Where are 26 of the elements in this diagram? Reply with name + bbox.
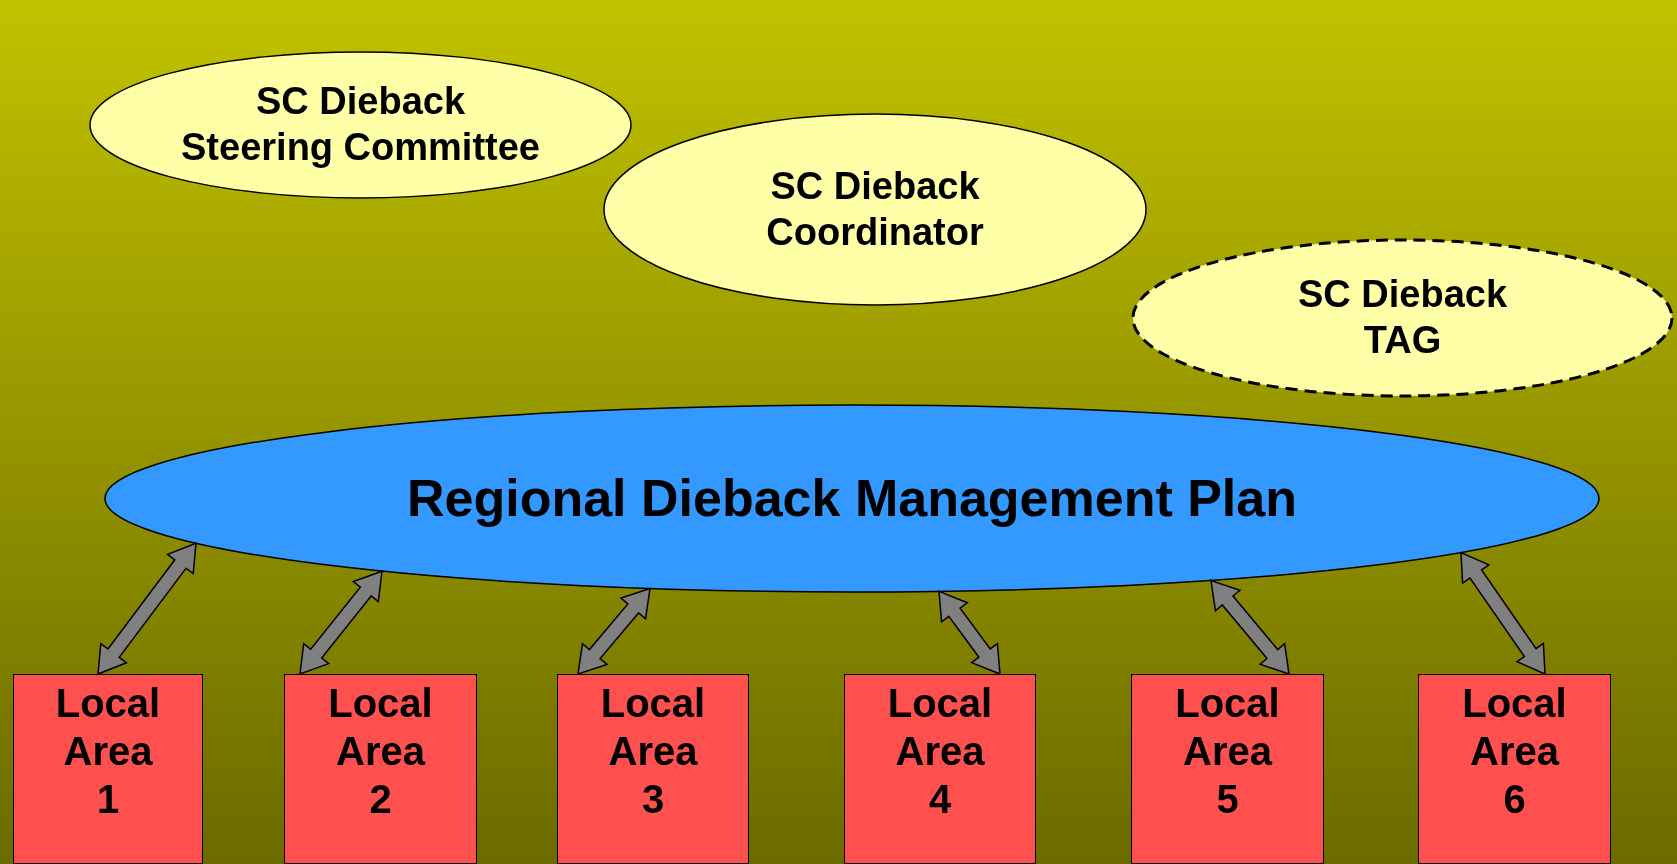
ellipse-node bbox=[602, 112, 1148, 307]
process-box bbox=[1131, 674, 1324, 864]
ellipse-node bbox=[88, 50, 633, 200]
double-arrow bbox=[299, 570, 383, 676]
process-box bbox=[557, 674, 749, 864]
process-box bbox=[284, 674, 477, 864]
node-label: Local Area 3 bbox=[599, 680, 707, 823]
node-label: Local Area 2 bbox=[327, 680, 434, 823]
node-label: Local Area 6 bbox=[1461, 680, 1568, 823]
double-arrow bbox=[1460, 551, 1546, 676]
node-label: SC Dieback Steering Committee bbox=[181, 79, 540, 170]
node-label: Local Area 1 bbox=[54, 680, 162, 823]
double-arrow bbox=[938, 590, 1001, 676]
node-label: Regional Dieback Management Plan bbox=[407, 468, 1297, 530]
node-label: SC Dieback TAG bbox=[1297, 272, 1508, 363]
node-label: Local Area 4 bbox=[886, 680, 994, 823]
double-arrow bbox=[577, 587, 651, 676]
process-box bbox=[1418, 674, 1611, 864]
node-label: Local Area 5 bbox=[1174, 680, 1281, 823]
process-box bbox=[13, 674, 203, 864]
double-arrow bbox=[97, 542, 197, 676]
ellipse-node bbox=[1131, 238, 1674, 398]
ellipse-node bbox=[103, 403, 1601, 594]
process-box bbox=[844, 674, 1036, 864]
node-label: SC Dieback Coordinator bbox=[766, 163, 984, 255]
double-arrow bbox=[1210, 579, 1290, 676]
